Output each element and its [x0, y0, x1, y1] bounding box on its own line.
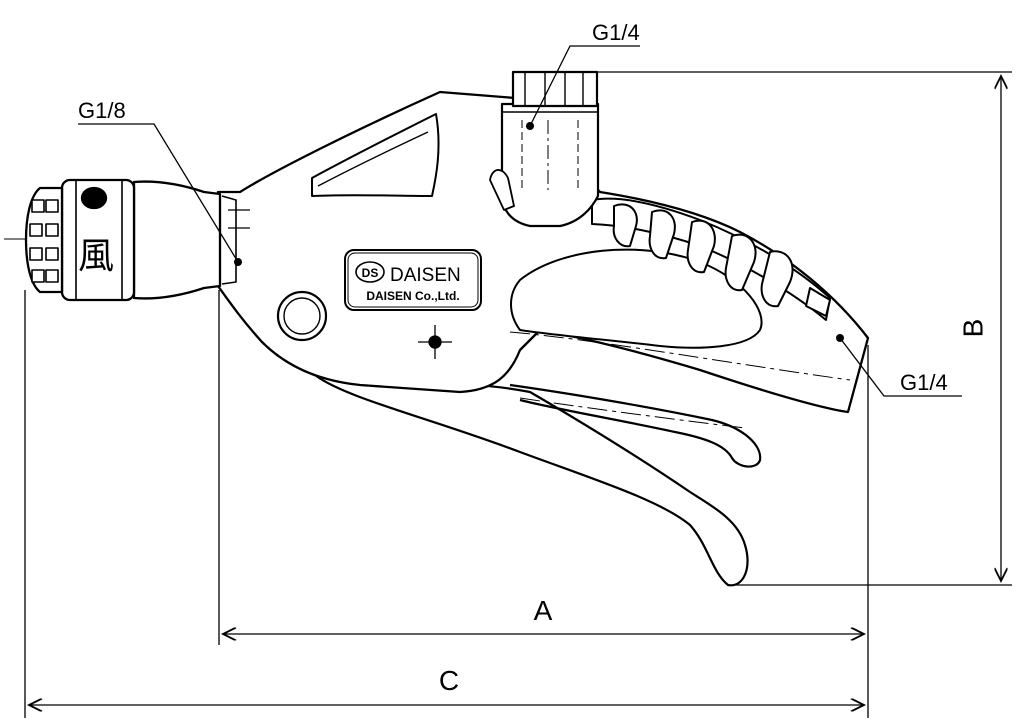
- top-inlet-fitting: [489, 70, 600, 228]
- logo-badge: [355, 261, 385, 283]
- callout-dot-g14-right: [836, 334, 844, 342]
- callout-g18: G1/8: [78, 98, 126, 123]
- dimension-label-c: C: [439, 665, 459, 696]
- logo-badge-text: DS: [362, 266, 379, 280]
- dimension-label-b: B: [957, 319, 988, 338]
- callout-g14-right: G1/4: [900, 370, 948, 395]
- nozzle-dot: [80, 186, 108, 210]
- hanging-hole: [276, 290, 328, 342]
- logo-brand: DAISEN: [390, 265, 461, 286]
- extension-lines: [24, 71, 1012, 718]
- callout-leaders: [78, 45, 962, 397]
- callout-g14-top: G1/4: [592, 20, 640, 45]
- gun-body: [216, 90, 870, 429]
- nozzle-mark: 風: [78, 236, 114, 277]
- trigger-lever: [313, 373, 762, 587]
- grip-ribs: [591, 197, 831, 321]
- logo-company: DAISEN Co.,Ltd.: [366, 289, 459, 303]
- dimension-label-a: A: [534, 595, 553, 626]
- nozzle: [24, 178, 222, 302]
- hanging-hole-inner: [283, 297, 321, 335]
- callout-dot-g14-top: [526, 122, 534, 130]
- screw-marker: [418, 325, 452, 359]
- callout-dot-g18: [234, 258, 242, 266]
- logo-plate: DS DAISEN DAISEN Co.,Ltd.: [344, 249, 482, 311]
